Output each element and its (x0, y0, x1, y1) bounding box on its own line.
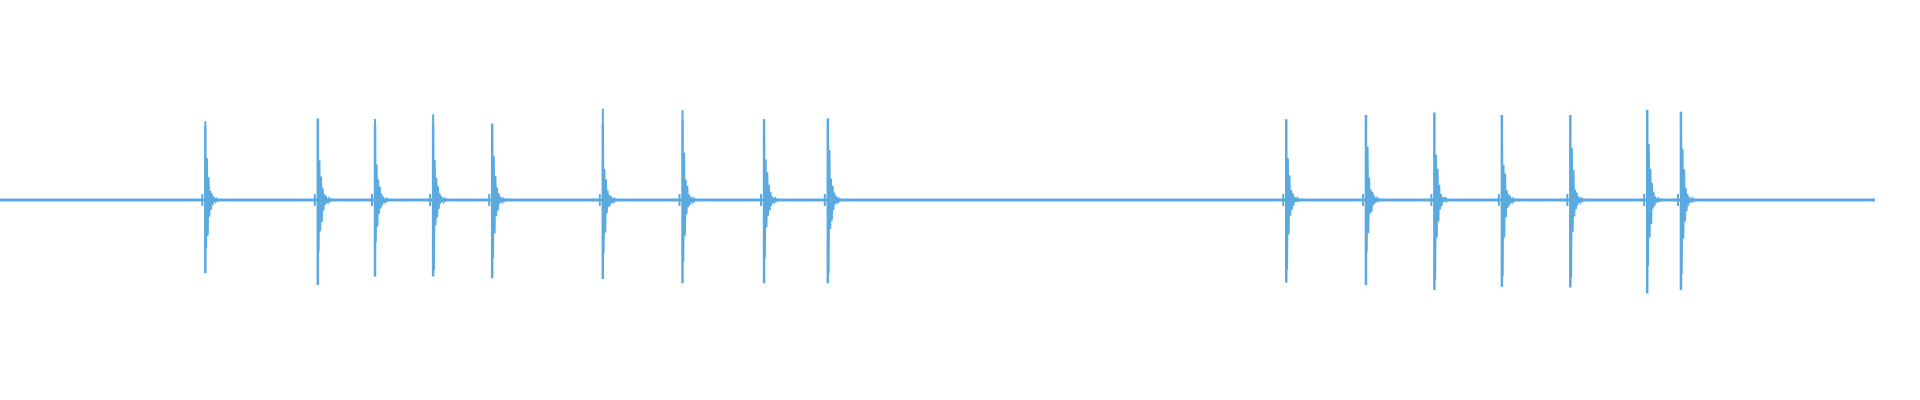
waveform-spike-5 (491, 132, 517, 259)
waveform-spike-12 (1433, 131, 1459, 280)
waveform-spike-8 (763, 138, 789, 259)
waveform-spike-6 (601, 108, 627, 254)
waveform-spike-2 (316, 131, 342, 252)
waveform-spike-3 (374, 118, 400, 243)
waveform-spike-7 (681, 110, 707, 262)
waveform-spike-11 (1364, 134, 1390, 252)
waveform-spike-10 (1285, 134, 1311, 270)
waveform-spike-16 (1679, 112, 1705, 274)
waveform-spike-9 (826, 129, 852, 274)
waveform-spike-13 (1500, 115, 1526, 277)
waveform-spike-14 (1569, 126, 1595, 278)
waveform-spike-4 (432, 114, 458, 270)
waveform-spike-15 (1646, 114, 1672, 267)
waveform-spikes (201, 108, 1705, 294)
waveform-spike-1 (204, 121, 230, 249)
